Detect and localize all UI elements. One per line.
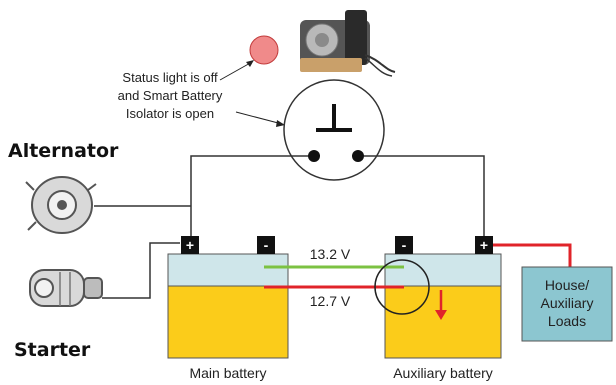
highlight-circle xyxy=(374,259,430,315)
top-wire xyxy=(190,155,485,236)
starter-icon xyxy=(29,269,103,307)
svg-text:-: - xyxy=(402,237,407,253)
loads-label-line3: Loads xyxy=(548,313,586,329)
voltage-top-label: 13.2 V xyxy=(310,246,351,262)
aux-battery-label: Auxiliary battery xyxy=(393,365,493,381)
aux-battery-negative-terminal: - xyxy=(395,236,413,254)
main-battery-positive-terminal: + xyxy=(181,236,199,254)
status-text-line3: Isolator is open xyxy=(126,106,214,121)
aux-battery-positive-terminal: + xyxy=(475,236,493,254)
starter-label: Starter xyxy=(14,339,91,361)
red-wire-to-loads xyxy=(493,243,572,267)
svg-text:+: + xyxy=(186,237,194,253)
main-battery xyxy=(167,253,289,359)
isolator-switch-symbol xyxy=(283,79,385,181)
status-text-line2: and Smart Battery xyxy=(118,88,223,103)
loads-label-line2: Auxiliary xyxy=(541,295,594,311)
isolator-device-image xyxy=(300,10,396,77)
svg-text:+: + xyxy=(480,237,488,253)
alternator-label: Alternator xyxy=(8,140,119,162)
house-auxiliary-loads-box xyxy=(521,266,613,342)
down-arrow-icon xyxy=(435,310,447,320)
alternator-icon xyxy=(25,176,97,234)
main-battery-label: Main battery xyxy=(189,365,266,381)
voltage-bottom-label: 12.7 V xyxy=(310,293,351,309)
main-battery-negative-terminal: - xyxy=(257,236,275,254)
status-text-line1: Status light is off xyxy=(122,70,218,85)
loads-label-line1: House/ xyxy=(545,277,589,293)
auxiliary-battery xyxy=(384,253,502,359)
status-light-icon xyxy=(249,35,279,65)
svg-text:-: - xyxy=(264,237,269,253)
